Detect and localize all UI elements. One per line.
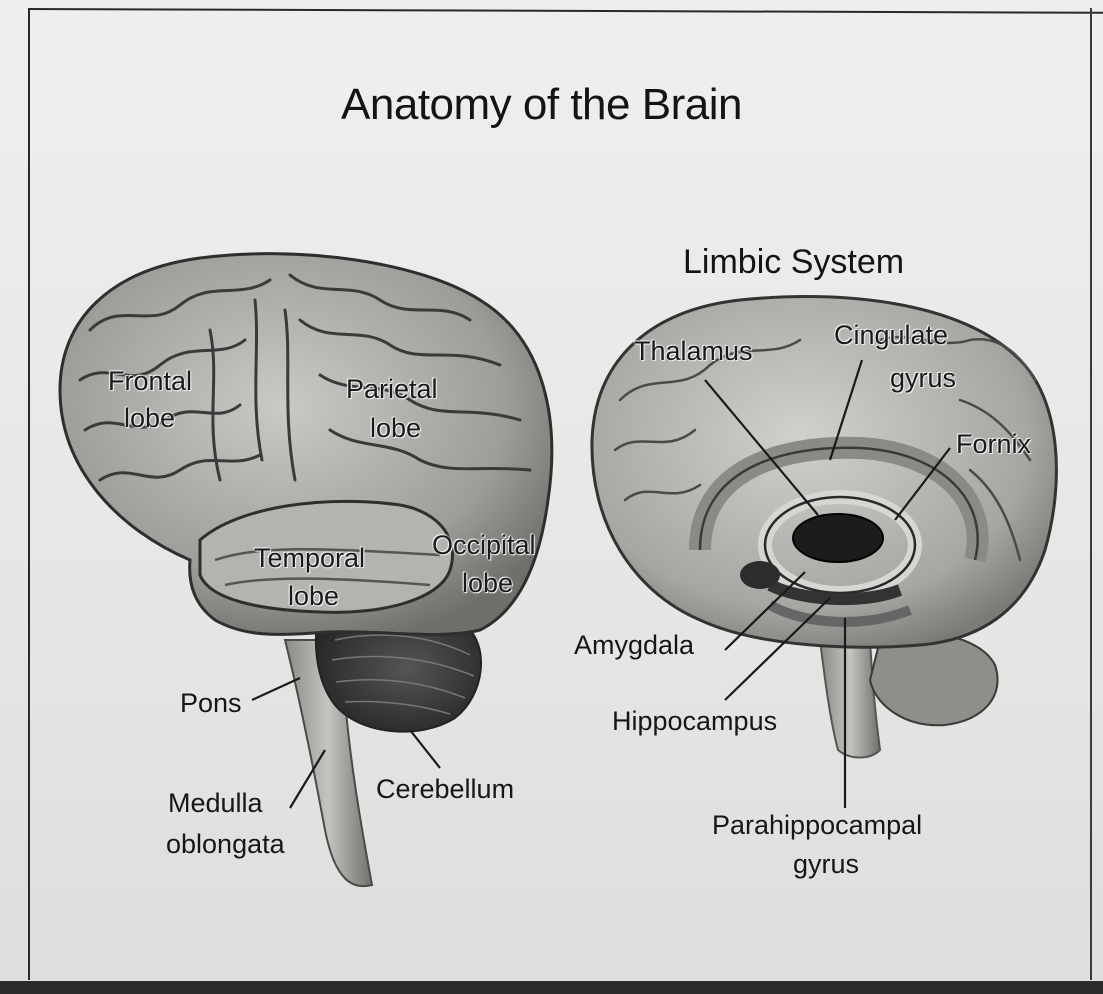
frontal-lobe-label-line1: Frontal: [108, 366, 192, 397]
frontal-lobe-label-line2: lobe: [124, 403, 175, 434]
cerebellum-label: Cerebellum: [376, 774, 514, 805]
thalamus-label: Thalamus: [634, 336, 753, 367]
temporal-lobe-label-line2: lobe: [288, 581, 339, 612]
parietal-lobe-label-line1: Parietal: [346, 374, 438, 405]
limbic-brainstem-shape: [820, 640, 880, 758]
thalamus-shape: [793, 514, 883, 562]
cerebellum-leader-line: [410, 730, 440, 768]
amygdala-label: Amygdala: [574, 630, 694, 661]
temporal-lobe-label-line1: Temporal: [254, 543, 365, 574]
cingulate-gyrus-label-line2: gyrus: [890, 363, 956, 394]
fornix-label: Fornix: [956, 429, 1031, 460]
hippocampus-label: Hippocampus: [612, 706, 777, 737]
cingulate-gyrus-label-line1: Cingulate: [834, 320, 948, 351]
medulla-label-line2: oblongata: [166, 829, 285, 860]
page-title: Anatomy of the Brain: [0, 80, 1083, 130]
occipital-lobe-label-line1: Occipital: [432, 530, 536, 561]
pons-leader-line: [252, 678, 300, 700]
amygdala-shape: [740, 561, 780, 589]
pons-label: Pons: [180, 688, 242, 719]
parietal-lobe-label-line2: lobe: [370, 413, 421, 444]
medulla-label-line1: Medulla: [168, 788, 263, 819]
occipital-lobe-label-line2: lobe: [462, 568, 513, 599]
parahippocampal-gyrus-label-line2: gyrus: [793, 849, 859, 880]
limbic-system-title: Limbic System: [683, 243, 904, 282]
parahippocampal-gyrus-label-line1: Parahippocampal: [712, 810, 922, 841]
